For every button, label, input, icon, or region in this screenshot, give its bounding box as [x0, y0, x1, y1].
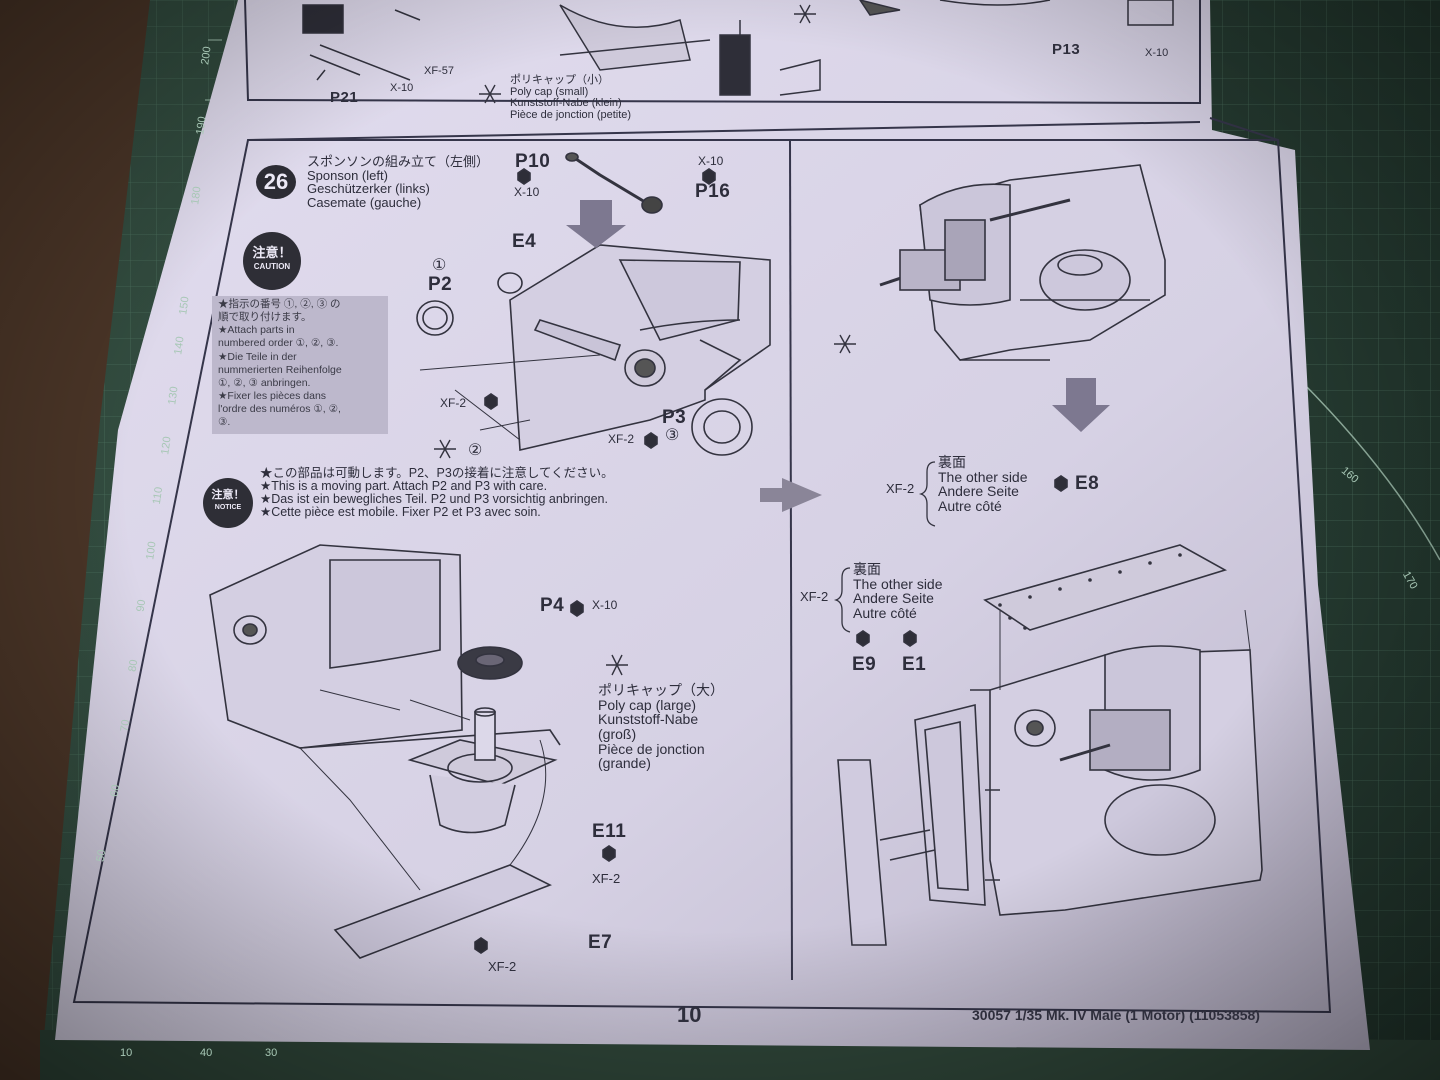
- part-e8: E8: [1075, 473, 1100, 494]
- polycap-large-jp: ポリキャップ（大）: [598, 682, 724, 698]
- caution-text-box: ★指示の番号 ①, ②, ③ の 順で取り付けます。 ★Attach parts…: [212, 296, 388, 434]
- caution-line-8: ★Fixer les pièces dans: [218, 389, 327, 402]
- caution-line-2: 順で取り付けます。: [218, 311, 312, 324]
- paint-xf2-e9-e1: XF-2: [800, 589, 829, 604]
- other-side-e9-en: The other side: [853, 575, 943, 592]
- paint-x10-p10: X-10: [514, 185, 540, 199]
- polycap-small-fr: Pièce de jonction (petite): [510, 108, 632, 121]
- ruler-num: 10: [120, 1047, 133, 1059]
- notice-text: ★この部品は可動します。P2、P3の接着に注意してください。 ★This is …: [260, 466, 614, 520]
- caution-line-10: ③.: [218, 416, 231, 429]
- product-footer: 30057 1/35 Mk. IV Male (1 Motor) (110538…: [972, 1007, 1260, 1023]
- notice-badge: 注意！ NOTICE: [203, 478, 253, 528]
- other-side-e8: 裏面 The other side Andere Seite Autre côt…: [938, 455, 1028, 514]
- ruler-num: 60: [108, 783, 123, 798]
- step-title-en: Sponson (left): [307, 167, 388, 183]
- polycap-large-label: ポリキャップ（大） Poly cap (large) Kunststoff-Na…: [598, 683, 724, 771]
- caution-line-9: l'ordre des numéros ①, ②,: [218, 403, 341, 415]
- other-side-e9-de: Andere Seite: [853, 590, 934, 607]
- polycap-large-de: Kunststoff-Nabe: [598, 711, 699, 728]
- other-side-e9-fr: Autre côté: [853, 605, 917, 622]
- part-e1: E1: [902, 654, 927, 675]
- other-side-e9: 裏面 The other side Andere Seite Autre côt…: [853, 562, 943, 621]
- polycap-small-jp: ポリキャップ（小）: [510, 74, 609, 86]
- step-title: スポンソンの組み立て（左側） Sponson (left) Geschützer…: [307, 155, 489, 210]
- caution-badge: 注意！ CAUTION: [243, 232, 301, 290]
- notice-line-1: ★この部品は可動します。P2、P3の接着に注意してください。: [260, 466, 614, 480]
- paint-xf2-p3: XF-2: [608, 432, 635, 446]
- part-p4: P4: [540, 595, 565, 616]
- paint-x10-p16: X-10: [698, 154, 724, 168]
- step-title-jp: スポンソンの組み立て（左側）: [307, 154, 490, 169]
- other-side-e8-fr: Autre côté: [938, 498, 1002, 515]
- paint-x10-top-a: X-10: [390, 82, 414, 94]
- other-side-e9-jp: 裏面: [853, 561, 881, 577]
- part-p3: P3: [662, 407, 687, 428]
- other-side-e8-de: Andere Seite: [938, 483, 1019, 500]
- polycap-large-fr: Pièce de jonction: [598, 740, 705, 757]
- polycap-large-fr-size: (grande): [598, 755, 651, 772]
- order-3-p3: ③: [665, 427, 680, 444]
- order-2-gun: ②: [468, 442, 483, 459]
- notice-line-2: ★This is a moving part. Attach P2 and P3…: [260, 479, 548, 494]
- ruler-num: 110: [150, 486, 166, 506]
- step-title-de: Geschützerker (links): [307, 181, 430, 197]
- notice-line-3: ★Das ist ein bewegliches Teil. P2 und P3…: [260, 492, 608, 507]
- polycap-small-de: Kunststoff-Nabe (klein): [510, 97, 622, 110]
- other-side-e8-en: The other side: [938, 468, 1028, 485]
- other-side-e8-jp: 裏面: [938, 454, 966, 470]
- ruler-num: 70: [118, 718, 133, 733]
- paint-xf57-top: XF-57: [424, 65, 454, 77]
- polycap-large-de-size: (groß): [598, 726, 637, 743]
- caution-line-4: numbered order ①, ②, ③.: [218, 337, 339, 350]
- caution-badge-en: CAUTION: [253, 262, 291, 271]
- part-p13: P13: [1052, 41, 1081, 58]
- paint-xf2-e8: XF-2: [886, 481, 915, 496]
- part-e4: E4: [512, 231, 537, 252]
- paint-x10-top-b: X-10: [1145, 47, 1169, 59]
- polycap-small-en: Poly cap (small): [510, 85, 589, 98]
- part-p16: P16: [695, 181, 731, 202]
- page-number: 10: [677, 1002, 702, 1027]
- step-number-badge: 26: [256, 165, 296, 199]
- notice-line-4: ★Cette pièce est mobile. Fixer P2 et P3 …: [260, 505, 541, 520]
- caution-line-6: nummerierten Reihenfolge: [218, 363, 342, 376]
- ruler-num: 50: [94, 848, 109, 863]
- step-title-fr: Casemate (gauche): [307, 194, 422, 210]
- caution-line-7: ①, ②, ③ anbringen.: [218, 376, 311, 389]
- ruler-num: 30: [265, 1047, 278, 1059]
- notice-badge-jp: 注意！: [211, 489, 245, 501]
- part-p2: P2: [428, 274, 453, 295]
- part-e11: E11: [592, 821, 627, 842]
- paint-x10-p4: X-10: [592, 598, 618, 612]
- polycap-small-label: ポリキャップ（小） Poly cap (small) Kunststoff-Na…: [510, 74, 632, 121]
- ruler-num: 40: [200, 1047, 213, 1059]
- order-1-p2: ①: [432, 257, 447, 274]
- caution-badge-jp: 注意！: [252, 245, 292, 260]
- notice-badge-en: NOTICE: [214, 504, 242, 511]
- caution-line-3: ★Attach parts in: [218, 324, 295, 337]
- ruler-num: 80: [126, 658, 141, 673]
- caution-line-1: ★指示の番号 ①, ②, ③ の: [218, 298, 341, 310]
- part-p10: P10: [515, 151, 551, 172]
- paint-xf2-e11: XF-2: [592, 871, 621, 886]
- polycap-large-en: Poly cap (large): [598, 696, 697, 713]
- caution-line-5: ★Die Teile in der: [218, 350, 297, 363]
- paint-xf2-e4: XF-2: [440, 396, 467, 410]
- part-e7: E7: [588, 932, 613, 953]
- part-e9: E9: [852, 654, 877, 675]
- paint-xf2-e7: XF-2: [488, 959, 517, 974]
- ruler-num: 90: [134, 598, 149, 613]
- part-p21: P21: [330, 89, 359, 106]
